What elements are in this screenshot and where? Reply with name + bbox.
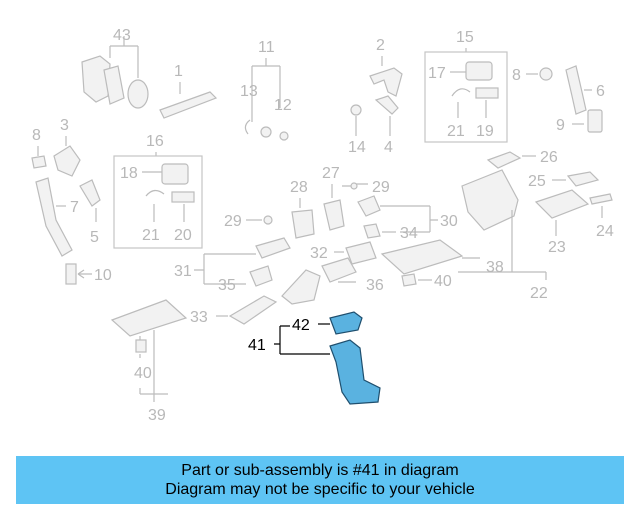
part-9: 9 xyxy=(556,109,603,134)
part-23: 23 xyxy=(534,189,590,256)
callout-38: 38 xyxy=(486,259,504,276)
callout-34: 34 xyxy=(400,225,418,242)
callout-33: 33 xyxy=(190,309,208,326)
callout-10: 10 xyxy=(94,267,112,284)
part-41: 41 xyxy=(248,325,381,405)
part-14: 14 xyxy=(348,104,366,156)
part-6: 6 xyxy=(565,65,605,115)
part-27: 27 xyxy=(322,165,345,231)
callout-24: 24 xyxy=(596,223,614,240)
callout-21a: 21 xyxy=(447,123,465,140)
callout-5: 5 xyxy=(90,229,99,246)
callout-40b: 40 xyxy=(434,273,452,290)
callout-8b: 8 xyxy=(512,67,521,84)
callout-23: 23 xyxy=(548,239,566,256)
part-36: 36 xyxy=(321,257,384,294)
part-console xyxy=(458,169,547,280)
callout-25: 25 xyxy=(528,173,546,190)
part-37-duct xyxy=(281,269,321,305)
part-3: 3 xyxy=(53,117,81,177)
part-40-right: 40 xyxy=(401,273,452,290)
part-10: 10 xyxy=(65,263,112,285)
callout-42: 42 xyxy=(292,317,310,334)
callout-6: 6 xyxy=(596,83,605,100)
callout-7: 7 xyxy=(70,199,79,216)
part-35: 35 xyxy=(218,265,273,294)
callout-19: 19 xyxy=(476,123,494,140)
callout-21b: 21 xyxy=(142,227,160,244)
part-24: 24 xyxy=(589,193,614,240)
duct-41-highlighted xyxy=(329,339,381,405)
callout-2: 2 xyxy=(376,37,385,54)
part-group-15: 15 17 21 19 xyxy=(424,29,508,143)
part-28: 28 xyxy=(290,179,315,239)
callout-31: 31 xyxy=(174,263,192,280)
banner-line-2: Diagram may not be specific to your vehi… xyxy=(165,481,475,498)
part-22: 22 xyxy=(530,285,548,302)
parts-diagram: 43 1 11 13 12 2 14 4 15 17 xyxy=(31,27,614,424)
callout-9: 9 xyxy=(556,117,565,134)
callout-29a: 29 xyxy=(224,213,242,230)
callout-16: 16 xyxy=(146,133,164,150)
callout-39: 39 xyxy=(148,407,166,424)
callout-4: 4 xyxy=(384,139,393,156)
part-8-left: 8 xyxy=(31,127,47,169)
callout-36: 36 xyxy=(366,277,384,294)
callout-11: 11 xyxy=(258,39,275,56)
callout-22: 22 xyxy=(530,285,548,302)
part-26: 26 xyxy=(486,149,558,169)
part-group-43: 43 xyxy=(81,27,149,109)
callout-20: 20 xyxy=(174,227,192,244)
callout-13: 13 xyxy=(240,83,258,100)
vent-42-highlighted xyxy=(329,311,363,335)
vehicle-fit-banner: Part or sub-assembly is #41 in diagram D… xyxy=(16,456,624,504)
part-5: 5 xyxy=(79,179,101,246)
callout-40a: 40 xyxy=(134,365,152,382)
callout-14: 14 xyxy=(348,139,366,156)
callout-28: 28 xyxy=(290,179,308,196)
part-31: 31 xyxy=(174,237,291,285)
banner-line-1: Part or sub-assembly is #41 in diagram xyxy=(181,462,459,479)
part-25: 25 xyxy=(528,171,600,190)
callout-18: 18 xyxy=(120,165,138,182)
part-38: 38 xyxy=(380,239,504,276)
part-1: 1 xyxy=(159,63,218,119)
part-30: 30 xyxy=(357,195,458,233)
part-32: 32 xyxy=(310,241,377,265)
part-8-right: 8 xyxy=(512,67,553,84)
part-33: 33 xyxy=(190,295,278,326)
callout-1: 1 xyxy=(174,63,183,80)
part-4: 4 xyxy=(374,95,399,156)
part-group-11: 11 13 12 xyxy=(240,39,292,141)
callout-26: 26 xyxy=(540,149,558,166)
part-29-lower: 29 xyxy=(224,213,273,230)
callout-41: 41 xyxy=(248,337,266,354)
part-39-carpet: 40 39 xyxy=(110,299,188,424)
part-group-16: 16 18 21 20 xyxy=(113,133,203,249)
callout-35: 35 xyxy=(218,277,236,294)
callout-32: 32 xyxy=(310,245,328,262)
part-42: 42 xyxy=(292,311,363,335)
callout-15: 15 xyxy=(456,29,474,46)
callout-30: 30 xyxy=(440,213,458,230)
part-29-upper: 29 xyxy=(342,179,390,196)
part-34: 34 xyxy=(363,223,418,242)
callout-29b: 29 xyxy=(372,179,390,196)
part-7: 7 xyxy=(35,177,79,257)
callout-8a: 8 xyxy=(32,127,41,144)
callout-12: 12 xyxy=(274,97,292,114)
part-2: 2 xyxy=(369,37,403,97)
callout-17: 17 xyxy=(428,65,446,82)
callout-3: 3 xyxy=(60,117,69,134)
callout-27: 27 xyxy=(322,165,340,182)
callout-43: 43 xyxy=(113,27,131,44)
